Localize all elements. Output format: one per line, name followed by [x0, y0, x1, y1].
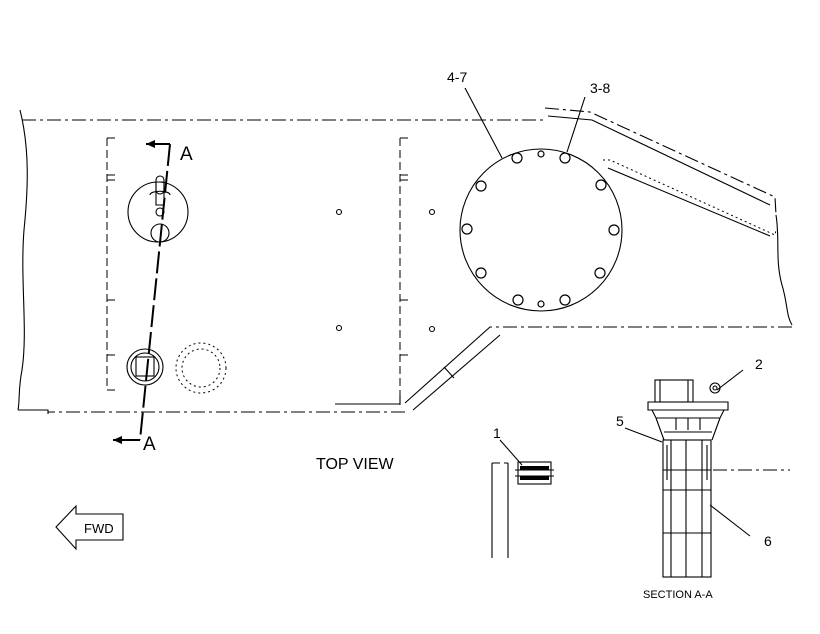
- cover-plate: [459, 148, 623, 312]
- callout-4-7: 4-7: [447, 69, 467, 85]
- callout-3-8: 3-8: [590, 80, 610, 96]
- bracket-marks: [106, 137, 436, 405]
- section-a-a-label: SECTION A-A: [643, 589, 713, 601]
- top-view-label: TOP VIEW: [316, 456, 395, 473]
- section-marker-bottom: A: [143, 434, 156, 455]
- section-line-a-a: [113, 140, 171, 444]
- upper-fitting: [127, 175, 189, 243]
- part-1-clamp: [491, 461, 554, 558]
- section-assembly: [647, 379, 790, 578]
- forward-label: FWD: [84, 521, 114, 536]
- callout-5: 5: [616, 413, 624, 429]
- lower-fitting: [126, 342, 227, 394]
- forward-arrow: [55, 504, 124, 551]
- section-marker-top: A: [180, 144, 193, 165]
- callout-1: 1: [493, 425, 501, 441]
- callout-leaders: [464, 87, 751, 537]
- callout-6: 6: [764, 533, 772, 549]
- callout-2: 2: [755, 356, 763, 372]
- tank-outline: [17, 107, 793, 414]
